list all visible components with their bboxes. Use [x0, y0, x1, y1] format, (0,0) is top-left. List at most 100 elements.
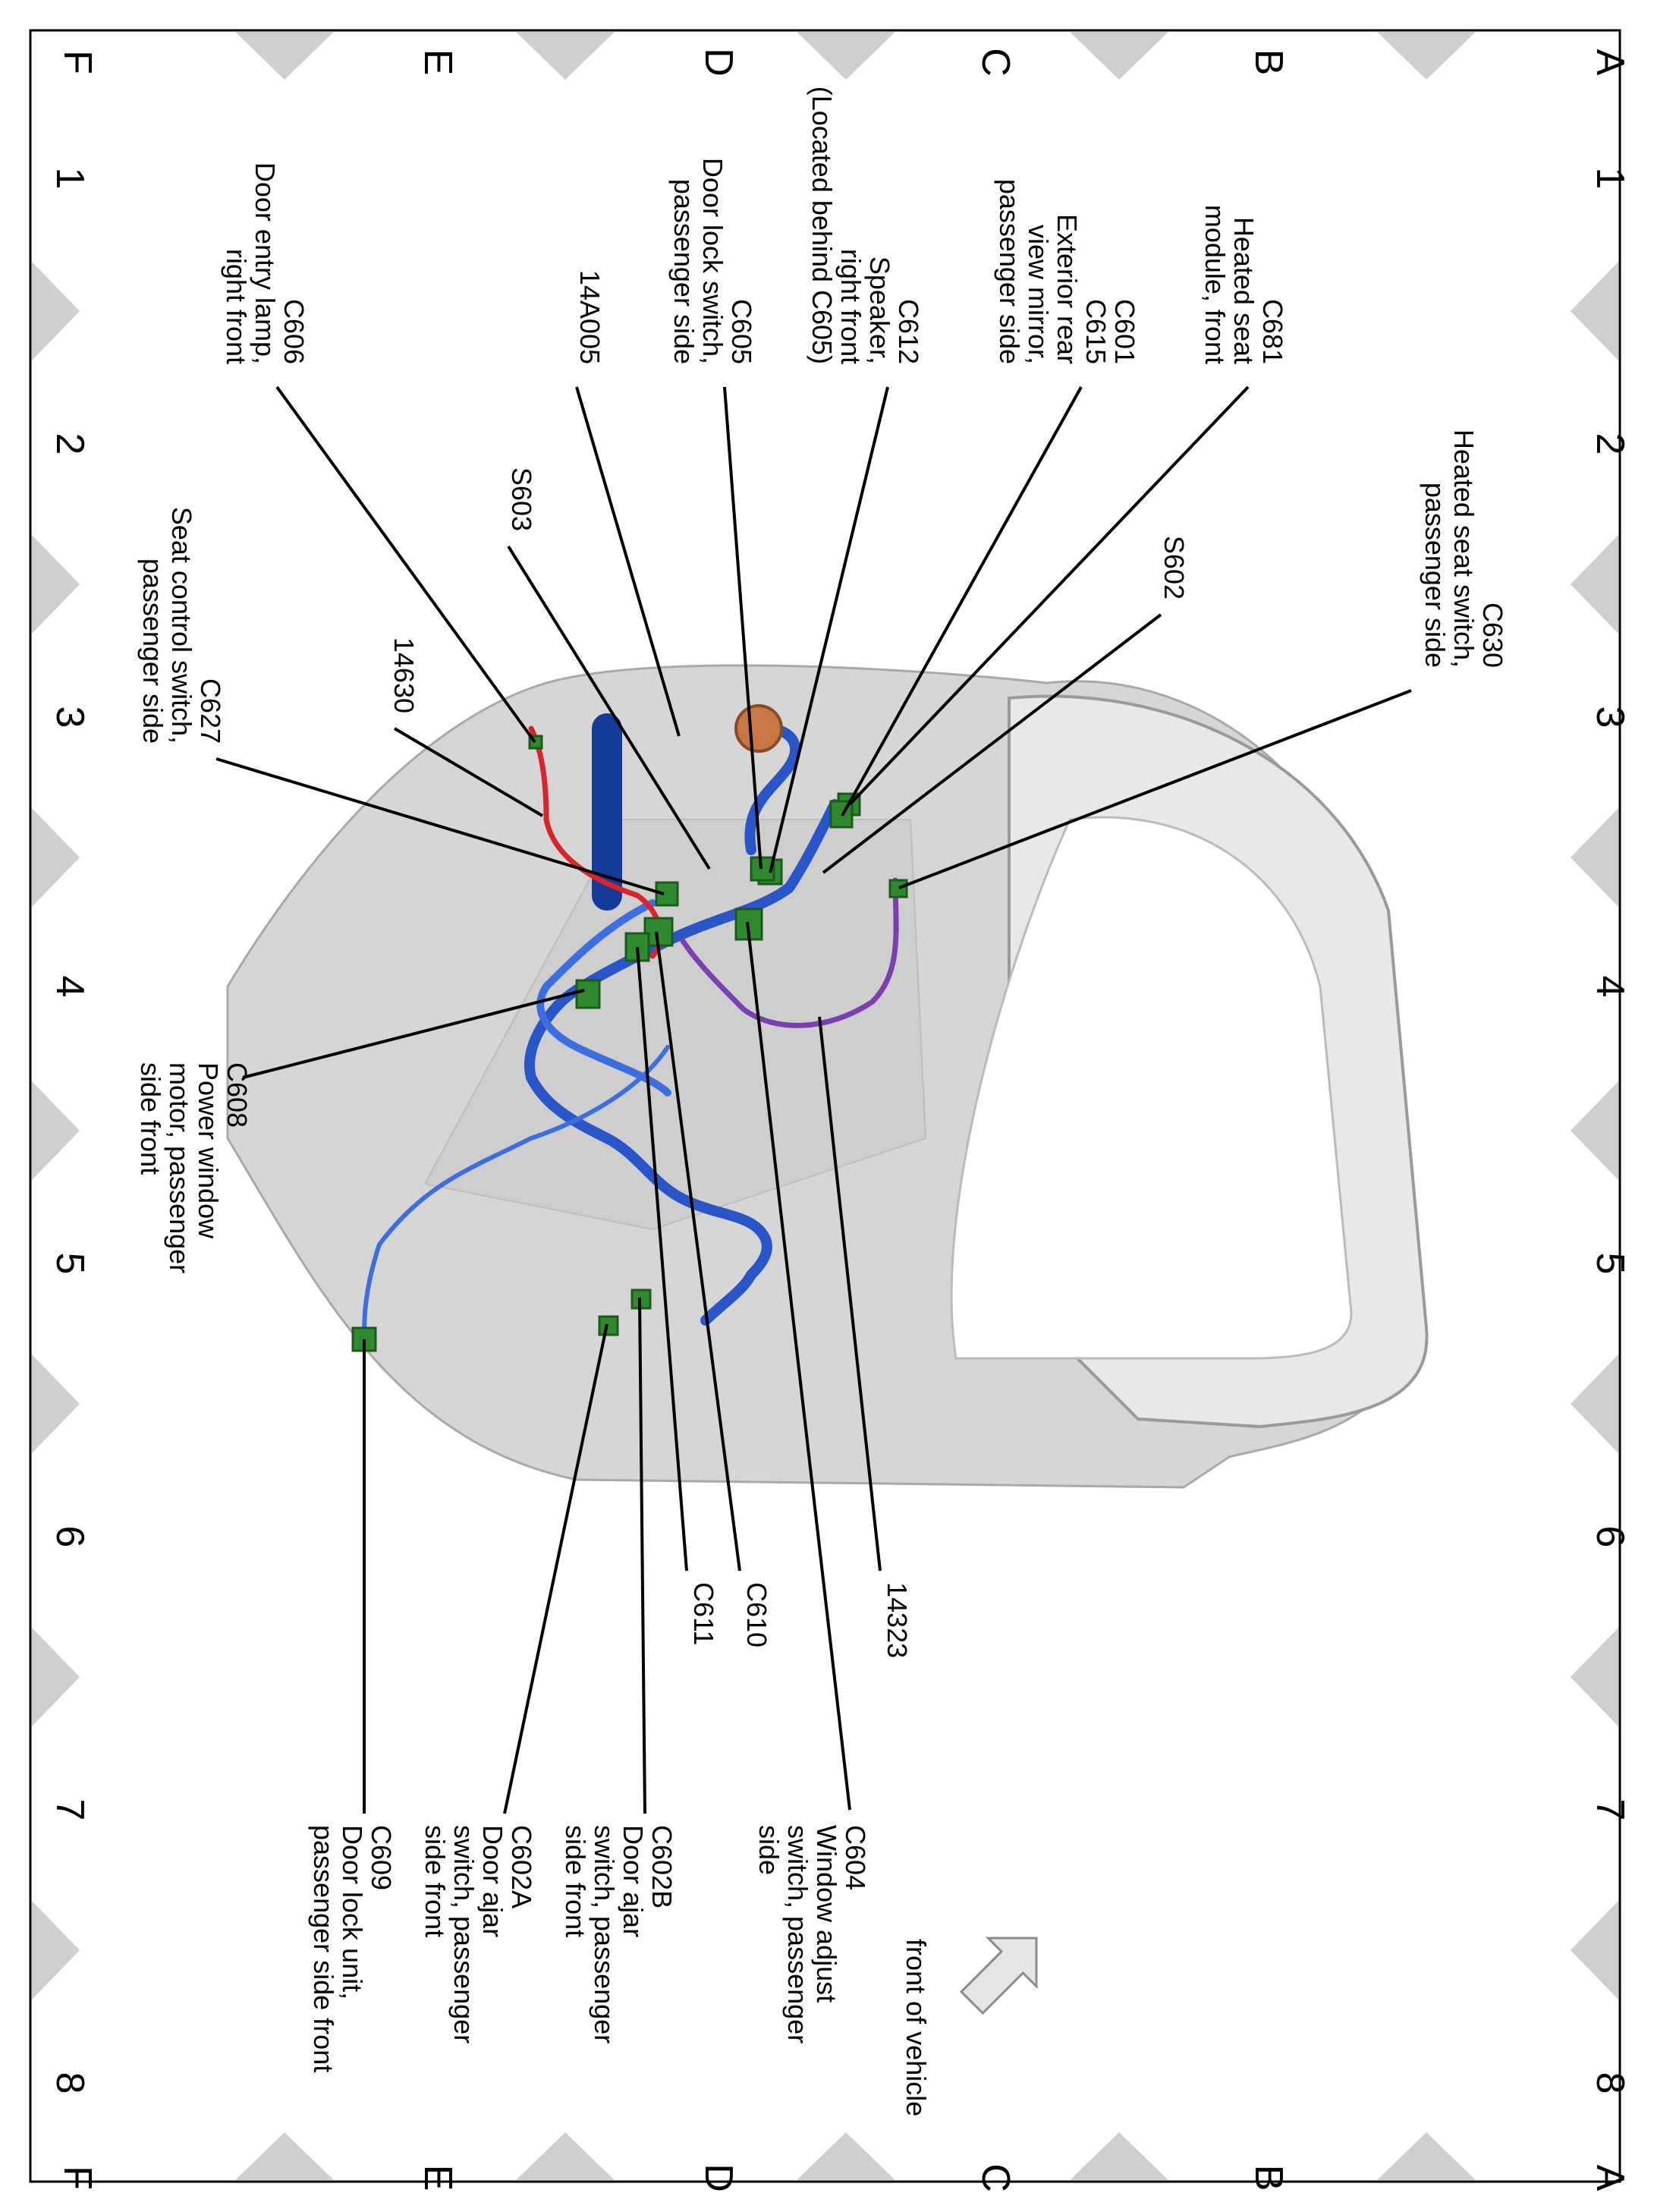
harness-to-door-lock	[362, 1045, 670, 1338]
callout-c606: C606Door entry lamp,right front	[221, 162, 310, 364]
grid-row-label: A	[1588, 2165, 1632, 2192]
front-of-vehicle-arrow	[959, 1937, 1038, 2015]
grid-col-label: 4	[1588, 976, 1632, 998]
callout-line: passenger side front	[308, 1825, 339, 2072]
grid-triangle	[1571, 1628, 1618, 1726]
callout-line: Door ajar	[618, 1825, 649, 1937]
leader-c602a	[503, 1323, 608, 1814]
callout-line: right front	[221, 249, 252, 364]
callout-line: passenger side	[994, 179, 1025, 364]
callout-line: Heated seat switch,	[1448, 429, 1479, 668]
grid-row-label: D	[697, 48, 741, 77]
arrow-shape	[959, 1937, 1038, 2015]
callout-line: Heated seat	[1228, 217, 1259, 364]
callout-line: C681	[1257, 299, 1288, 364]
grid-triangle	[32, 1901, 80, 2000]
grid-col-label: 8	[1588, 2072, 1632, 2094]
callout-line: Door lock switch,	[697, 158, 728, 364]
callout-line: C602A	[506, 1825, 537, 1908]
diagram-frame	[29, 29, 1621, 2183]
callout-s603: S603	[506, 467, 537, 531]
connector-c630	[888, 879, 908, 898]
connector-c611	[624, 932, 650, 962]
callout-line: S603	[506, 467, 537, 531]
callout-c609: C609Door lock unit,passenger side front	[308, 1825, 397, 2072]
grid-triangle	[1571, 535, 1618, 634]
grid-col-label: 2	[48, 433, 92, 455]
callout-14323: 14323	[882, 1582, 913, 1658]
callout-line: passenger side	[1420, 483, 1451, 668]
grid-col-label: 5	[48, 1253, 92, 1275]
grid-row-label: F	[55, 2166, 99, 2190]
callout-line: C609	[366, 1825, 397, 1890]
grid-triangle	[1571, 1081, 1618, 1180]
callout-c611: C611	[688, 1582, 719, 1645]
harness-purple	[680, 877, 899, 1028]
callout-line: view mirror,	[1023, 225, 1054, 364]
leader-c627	[215, 757, 665, 895]
callout-line: 14323	[882, 1582, 913, 1658]
callout-line: C630	[1477, 603, 1508, 668]
grid-col-label: 4	[48, 976, 92, 998]
grid-row-label: B	[1247, 2165, 1291, 2192]
callout-c610: C610	[741, 1582, 772, 1647]
grid-triangle	[1571, 808, 1618, 907]
callout-line: side front	[560, 1825, 591, 1937]
callout-line: switch, passenger	[782, 1825, 813, 2044]
grid-triangle	[797, 2132, 895, 2180]
callout-line: C608	[222, 1062, 253, 1128]
callout-line: passenger side	[137, 559, 168, 744]
callout-c608: C608Power windowmotor, passengerside fro…	[135, 1062, 253, 1273]
callout-line: Window adjust	[811, 1825, 842, 2003]
grid-row-label: A	[1588, 49, 1632, 76]
callout-line: right front	[835, 249, 866, 364]
leader-c602b	[638, 1297, 646, 1814]
grid-row-label: B	[1247, 49, 1291, 76]
grid-col-label: 6	[48, 1526, 92, 1548]
grid-triangle	[516, 2132, 615, 2180]
callout-line: switch, passenger	[448, 1825, 480, 2044]
leader-s602	[822, 613, 1162, 874]
callout-14a005: 14A005	[574, 270, 605, 364]
callout-c627: C627Seat control switch,passenger side	[137, 507, 226, 744]
leader-14a005	[575, 386, 681, 737]
grid-triangle	[32, 1081, 80, 1180]
grid-row-label: E	[416, 2165, 460, 2192]
callout-14630: 14630	[388, 637, 420, 713]
callout-line: side front	[420, 1825, 451, 1937]
callout-line: side	[753, 1825, 785, 1875]
grid-row-label: C	[973, 2163, 1017, 2192]
callout-line: C627	[195, 678, 226, 744]
grid-col-label: 1	[48, 168, 92, 190]
callout-labels: C630Heated seat switch,passenger sideC68…	[135, 87, 1508, 2072]
leader-lines	[215, 385, 1412, 1814]
callout-c604: C604Window adjustswitch, passengerside	[753, 1825, 871, 2044]
callout-line: Door lock unit,	[337, 1825, 368, 2000]
callout-line: Door entry lamp,	[250, 162, 281, 364]
callout-c602b: C602BDoor ajarswitch, passengerside fron…	[560, 1825, 678, 2044]
speaker	[734, 704, 783, 753]
grid-col-label: 7	[48, 1799, 92, 1821]
connector-c608	[575, 979, 601, 1009]
callout-c630: C630Heated seat switch,passenger side	[1420, 429, 1508, 668]
grid-triangle	[1571, 1355, 1618, 1453]
grid-markers	[32, 32, 1618, 2180]
grid-col-label: 3	[1588, 706, 1632, 728]
leader-c604	[746, 921, 851, 1811]
callout-line: C612	[893, 299, 924, 364]
callout-line: Seat control switch,	[166, 507, 197, 744]
callout-line: motor, passenger	[164, 1062, 195, 1273]
callout-c612: C612Speaker,right front(Located behind C…	[807, 87, 924, 364]
leader-14323	[818, 1016, 882, 1572]
callout-line: C615	[1080, 299, 1112, 364]
callout-line: Door ajar	[477, 1825, 508, 1937]
callout-s602: S602	[1159, 536, 1190, 599]
grid-triangle	[32, 535, 80, 634]
wiring-harness	[362, 704, 899, 1338]
grid-triangle	[1377, 2132, 1476, 2180]
grid-triangle	[516, 32, 615, 80]
callout-line: C602B	[646, 1825, 678, 1908]
callout-c605: C605Door lock switch,passenger side	[668, 158, 757, 364]
